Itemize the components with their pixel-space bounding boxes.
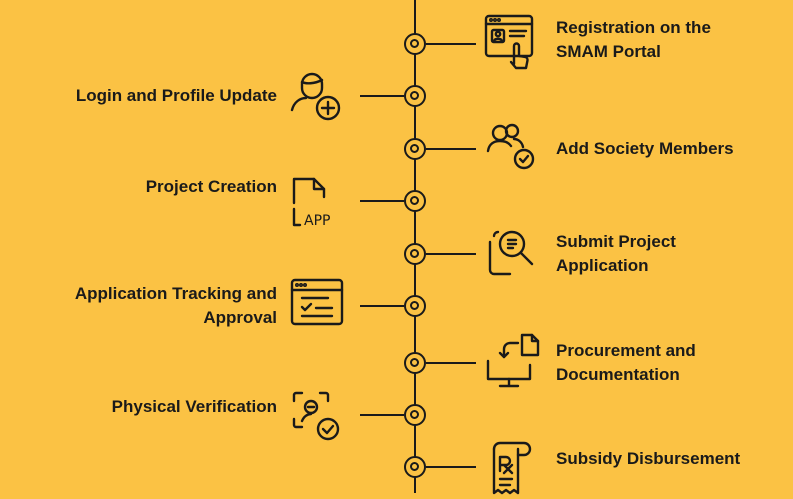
step-connector <box>360 200 404 202</box>
file-transfer-monitor-icon <box>480 331 540 391</box>
document-search-icon <box>480 222 540 282</box>
step-connector <box>360 305 404 307</box>
step-label: Submit Project Application <box>556 232 676 275</box>
step-node <box>404 404 426 426</box>
step-label: Add Society Members <box>556 139 734 158</box>
step-connector <box>426 466 476 468</box>
svg-text:APP: APP <box>304 213 330 229</box>
step-connector <box>426 362 476 364</box>
step-node <box>404 456 426 478</box>
step-node <box>404 295 426 317</box>
step-label: Login and Profile Update <box>75 86 277 105</box>
step-node <box>404 138 426 160</box>
step-connector <box>426 148 476 150</box>
step-connector <box>360 95 404 97</box>
face-scan-check-icon <box>288 387 348 447</box>
step-label: Application Tracking and Approval <box>74 284 277 327</box>
step-connector <box>360 414 404 416</box>
group-check-icon <box>480 117 540 177</box>
browser-checklist-icon <box>288 274 348 334</box>
step-connector <box>426 253 476 255</box>
step-node <box>404 33 426 55</box>
step-label: Procurement and Documentation <box>556 341 696 384</box>
step-label: Project Creation <box>145 177 277 196</box>
step-label: Subsidy Disbursement <box>556 449 741 468</box>
user-add-icon <box>288 64 348 124</box>
prescription-scroll-icon <box>482 439 542 499</box>
step-label: Physical Verification <box>111 397 277 416</box>
step-label: Registration on the SMAM Portal <box>556 18 711 61</box>
step-node <box>404 85 426 107</box>
step-node <box>404 352 426 374</box>
step-connector <box>426 43 476 45</box>
step-node <box>404 243 426 265</box>
app-file-icon: APP <box>288 173 348 233</box>
web-form-touch-icon <box>480 12 540 72</box>
step-node <box>404 190 426 212</box>
